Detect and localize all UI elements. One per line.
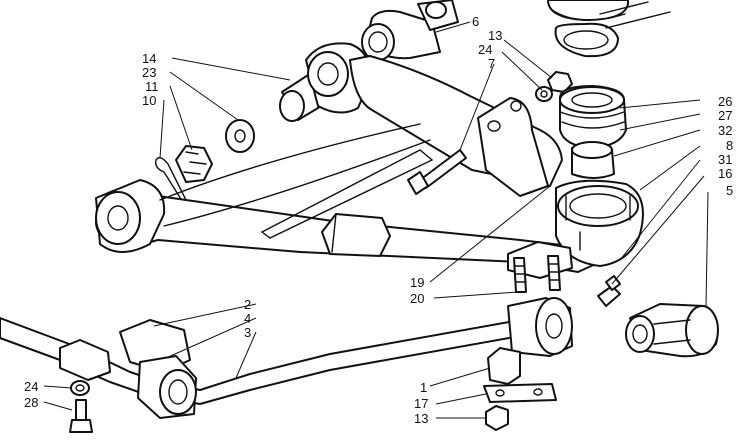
part-label-1: 1 xyxy=(420,380,428,395)
part-label-8: 8 xyxy=(726,138,734,153)
spring-seat-stack xyxy=(559,85,627,179)
part-label-20: 20 xyxy=(410,291,425,306)
part-label-16: 16 xyxy=(718,166,733,181)
part-label-28: 28 xyxy=(24,395,39,410)
part-label-6: 6 xyxy=(472,14,480,29)
pivot-shaft xyxy=(279,42,372,122)
part-label-4: 4 xyxy=(244,311,252,326)
bar-end-bushing xyxy=(483,297,573,431)
part-label-23: 23 xyxy=(142,65,157,80)
grease-fitting-16 xyxy=(597,275,621,307)
part-label-3: 3 xyxy=(244,325,252,340)
upper-bushing-6 xyxy=(361,0,459,61)
lower-control-arm xyxy=(95,55,644,279)
washer-23 xyxy=(225,119,255,153)
part-label-24: 24 xyxy=(478,42,493,57)
part-label-13-bottom: 13 xyxy=(414,411,429,426)
cotter-pin-10 xyxy=(154,157,189,205)
nut-13-top xyxy=(535,71,573,102)
stabilizer-bar xyxy=(0,317,521,419)
part-label-7: 7 xyxy=(488,56,496,71)
part-label-31: 31 xyxy=(718,152,733,167)
bushing-5 xyxy=(625,303,719,358)
part-label-32: 32 xyxy=(718,123,733,138)
coil-spring xyxy=(547,0,671,58)
part-label-19: 19 xyxy=(410,275,425,290)
part-label-27: 27 xyxy=(718,108,733,123)
bolt-28 xyxy=(69,399,93,433)
washer-24-bottom xyxy=(70,380,90,396)
part-label-10: 10 xyxy=(142,93,157,108)
part-label-26: 26 xyxy=(718,94,733,109)
part-label-5: 5 xyxy=(726,183,734,198)
part-label-24-bottom: 24 xyxy=(24,379,39,394)
part-label-17: 17 xyxy=(414,396,429,411)
studs-20 xyxy=(513,255,561,293)
castle-nut-11 xyxy=(175,145,213,183)
bolt-7 xyxy=(407,149,467,195)
part-label-13: 13 xyxy=(488,28,503,43)
leader-lines xyxy=(43,21,709,419)
part-label-14: 14 xyxy=(142,51,157,66)
part-label-2: 2 xyxy=(244,297,252,312)
part-label-11: 11 xyxy=(145,79,159,94)
